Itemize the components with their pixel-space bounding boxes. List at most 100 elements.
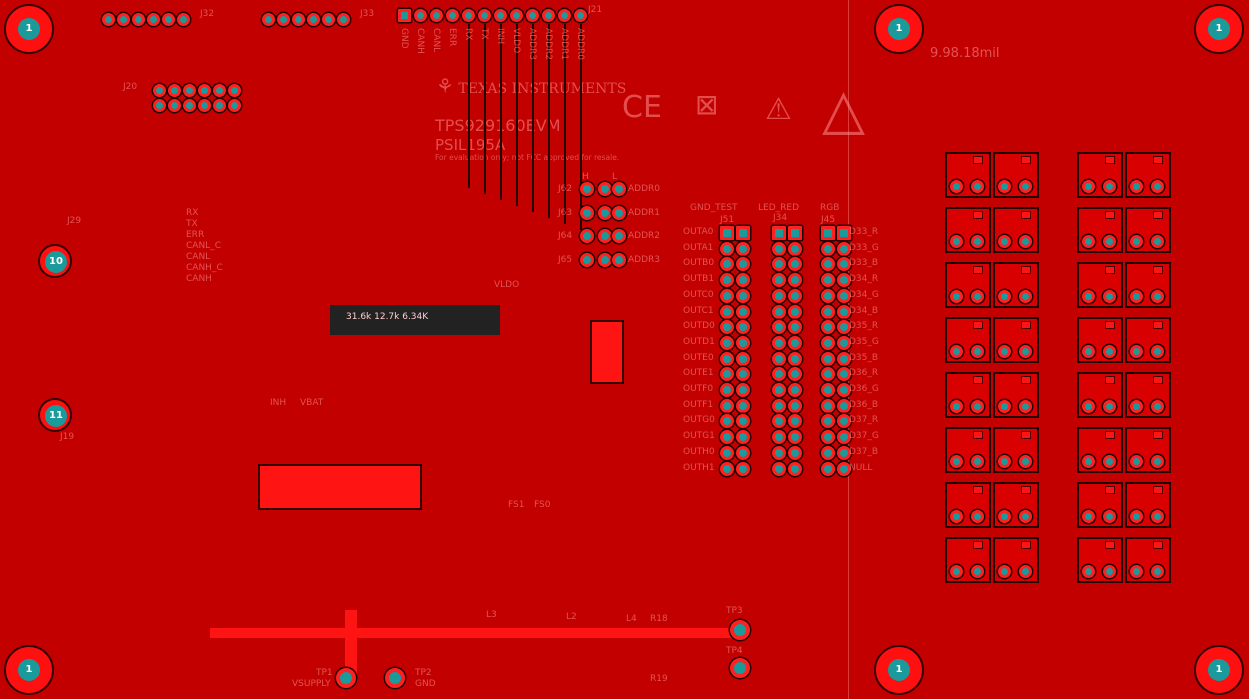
j20-pin[interactable] bbox=[228, 99, 241, 112]
header-pin[interactable] bbox=[788, 320, 802, 335]
addr-jumper-pin[interactable] bbox=[598, 229, 612, 243]
j20-pin[interactable] bbox=[228, 84, 241, 97]
j20-pin[interactable] bbox=[153, 84, 166, 97]
j20-pin[interactable] bbox=[168, 99, 181, 112]
header-pin[interactable] bbox=[736, 430, 750, 445]
header-pin[interactable] bbox=[837, 226, 851, 240]
header-pin[interactable] bbox=[720, 226, 734, 240]
header-pin[interactable] bbox=[837, 241, 851, 256]
header-pin[interactable] bbox=[736, 288, 750, 303]
j32-pin[interactable] bbox=[147, 13, 160, 26]
header-pin[interactable] bbox=[788, 351, 802, 366]
header-pin[interactable] bbox=[720, 383, 734, 397]
header-pin[interactable] bbox=[772, 398, 786, 413]
header-pin[interactable] bbox=[788, 273, 802, 288]
header-pin[interactable] bbox=[837, 414, 851, 429]
header-pin[interactable] bbox=[837, 304, 851, 319]
header-pin[interactable] bbox=[736, 461, 750, 476]
header-pin[interactable] bbox=[837, 461, 851, 476]
addr-jumper-pin[interactable] bbox=[580, 205, 594, 220]
header-pin[interactable] bbox=[837, 398, 851, 413]
header-pin[interactable] bbox=[788, 241, 802, 256]
header-pin[interactable] bbox=[837, 257, 851, 272]
j21-pin-canh[interactable] bbox=[414, 9, 427, 22]
header-pin[interactable] bbox=[772, 320, 786, 335]
header-pin[interactable] bbox=[772, 414, 786, 429]
j33-pin[interactable] bbox=[277, 13, 290, 26]
j21-pin-gnd[interactable] bbox=[398, 9, 411, 22]
header-pin[interactable] bbox=[720, 414, 734, 429]
addr-jumper-pin[interactable] bbox=[612, 229, 626, 243]
addr-jumper-pin[interactable] bbox=[598, 182, 612, 196]
j32-pin[interactable] bbox=[132, 13, 145, 26]
header-pin[interactable] bbox=[772, 257, 786, 272]
header-pin[interactable] bbox=[788, 383, 802, 397]
header-pin[interactable] bbox=[720, 241, 734, 256]
addr-jumper-pin[interactable] bbox=[580, 252, 594, 267]
header-pin[interactable] bbox=[837, 351, 851, 366]
header-pin[interactable] bbox=[736, 335, 750, 350]
j20-pin[interactable] bbox=[153, 99, 166, 112]
addr-jumper-pin[interactable] bbox=[612, 182, 626, 196]
header-pin[interactable] bbox=[821, 383, 835, 397]
header-pin[interactable] bbox=[788, 461, 802, 476]
header-pin[interactable] bbox=[736, 257, 750, 272]
header-pin[interactable] bbox=[720, 430, 734, 445]
j33-pin[interactable] bbox=[307, 13, 320, 26]
header-pin[interactable] bbox=[821, 430, 835, 445]
header-pin[interactable] bbox=[821, 461, 835, 476]
header-pin[interactable] bbox=[821, 367, 835, 382]
j21-pin-rx[interactable] bbox=[462, 9, 475, 22]
test-point[interactable] bbox=[730, 658, 750, 678]
j32-pin[interactable] bbox=[162, 13, 175, 26]
j21-pin-addr0[interactable] bbox=[574, 9, 587, 22]
header-pin[interactable] bbox=[788, 288, 802, 303]
header-pin[interactable] bbox=[720, 257, 734, 272]
header-pin[interactable] bbox=[788, 335, 802, 350]
j20-pin[interactable] bbox=[183, 84, 196, 97]
j33-pin[interactable] bbox=[292, 13, 305, 26]
j21-pin-canl[interactable] bbox=[430, 9, 443, 22]
header-pin[interactable] bbox=[788, 430, 802, 445]
header-pin[interactable] bbox=[788, 257, 802, 272]
header-pin[interactable] bbox=[788, 414, 802, 429]
header-pin[interactable] bbox=[837, 288, 851, 303]
j21-pin-err[interactable] bbox=[446, 9, 459, 22]
test-point[interactable] bbox=[336, 668, 356, 688]
test-point[interactable] bbox=[385, 668, 405, 688]
addr-jumper-pin[interactable] bbox=[612, 252, 626, 267]
j32-pin[interactable] bbox=[177, 13, 190, 26]
header-pin[interactable] bbox=[736, 226, 750, 240]
header-pin[interactable] bbox=[821, 335, 835, 350]
header-pin[interactable] bbox=[837, 273, 851, 288]
j20-pin[interactable] bbox=[183, 99, 196, 112]
header-pin[interactable] bbox=[720, 320, 734, 335]
j21-pin-inh[interactable] bbox=[494, 9, 507, 22]
j21-pin-addr3[interactable] bbox=[526, 9, 539, 22]
header-pin[interactable] bbox=[736, 414, 750, 429]
header-pin[interactable] bbox=[720, 351, 734, 366]
j33-pin[interactable] bbox=[262, 13, 275, 26]
header-pin[interactable] bbox=[736, 367, 750, 382]
header-pin[interactable] bbox=[720, 445, 734, 460]
header-pin[interactable] bbox=[720, 461, 734, 476]
header-pin[interactable] bbox=[821, 241, 835, 256]
header-pin[interactable] bbox=[837, 383, 851, 397]
j20-pin[interactable] bbox=[213, 99, 226, 112]
j21-pin-addr2[interactable] bbox=[542, 9, 555, 22]
header-pin[interactable] bbox=[772, 367, 786, 382]
header-pin[interactable] bbox=[821, 398, 835, 413]
j21-pin-vldo[interactable] bbox=[510, 9, 523, 22]
header-pin[interactable] bbox=[736, 445, 750, 460]
header-pin[interactable] bbox=[837, 335, 851, 350]
header-pin[interactable] bbox=[772, 335, 786, 350]
header-pin[interactable] bbox=[720, 398, 734, 413]
header-pin[interactable] bbox=[772, 273, 786, 288]
j20-pin[interactable] bbox=[168, 84, 181, 97]
header-pin[interactable] bbox=[837, 320, 851, 335]
header-pin[interactable] bbox=[772, 461, 786, 476]
header-pin[interactable] bbox=[772, 383, 786, 397]
header-pin[interactable] bbox=[736, 241, 750, 256]
header-pin[interactable] bbox=[837, 430, 851, 445]
j32-pin[interactable] bbox=[102, 13, 115, 26]
